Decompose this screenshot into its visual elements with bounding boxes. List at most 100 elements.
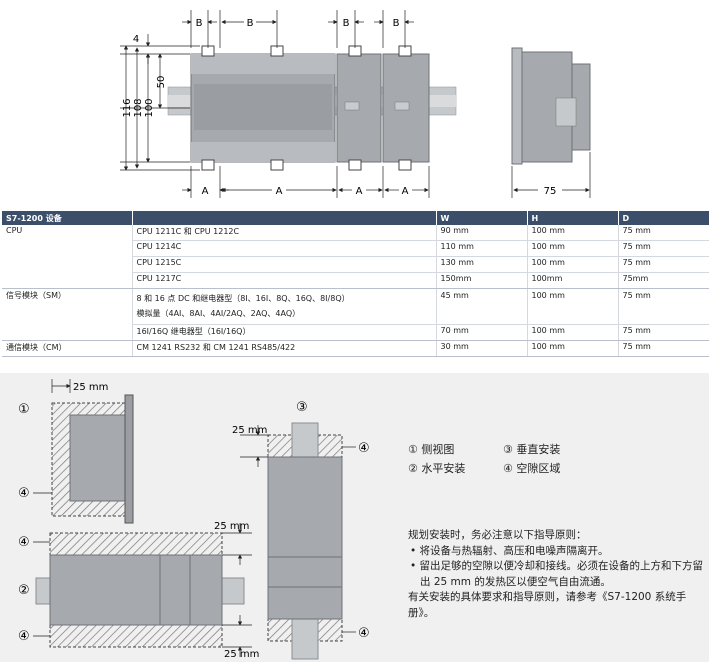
legend-clearance-zone: ④ 空隙区域 [503, 462, 561, 475]
cpu-bottom-terminal [191, 142, 335, 162]
vertical-dimension-lines [120, 34, 200, 171]
header-device-family: S7-1200 设备 [2, 211, 133, 225]
label-b-3: B [343, 18, 350, 29]
marker-3: ③ [296, 400, 308, 415]
dim-108: 108 [133, 98, 144, 117]
cell-category: CPU [2, 225, 133, 241]
sm-module-1-window [344, 101, 360, 111]
cell-w: 30 mm [436, 340, 528, 357]
table-row: CPU 1214C 110 mm 100 mm 75 mm [2, 240, 709, 257]
cell-category: 信号模块（SM） [2, 288, 133, 325]
dim-116: 116 [122, 98, 133, 117]
guidelines-intro: 规划安装时，务必注意以下指导原则： [408, 529, 587, 541]
cell-device-line1: 8 和 16 点 DC 和继电器型（8I、16I、8Q、16Q、8I/8Q） [136, 294, 350, 303]
cell-device: 16I/16Q 继电器型（16I/16Q） [132, 324, 437, 341]
guideline-bullet-1: • 将设备与热辐射、高压和电噪声隔离开。 [410, 544, 609, 557]
side-view-clearance [51, 394, 134, 524]
mount-tab [270, 159, 284, 171]
cell-w: 150mm [436, 272, 528, 289]
b-dimension-lines [182, 10, 414, 48]
cell-d: 75 mm [618, 240, 709, 257]
cell-category [2, 324, 133, 341]
label-b-4: B [393, 18, 400, 29]
marker-4-e: ④ [358, 626, 370, 641]
table-header-row: S7-1200 设备 W H D [2, 211, 709, 225]
header-h: H [527, 211, 619, 225]
cell-w: 110 mm [436, 240, 528, 257]
guidelines-footer: 有关安装的具体要求和指导原则，请参考《S7-1200 系统手册》。 [408, 591, 687, 619]
marker-4-c: ④ [18, 629, 30, 644]
side-view-25mm-label: 25 mm [73, 382, 108, 393]
marker-1: ① [18, 402, 30, 417]
mount-tab [201, 159, 215, 171]
cell-d: 75 mm [618, 288, 709, 325]
label-a-1: A [202, 186, 209, 197]
cell-d: 75 mm [618, 256, 709, 273]
cell-device: CPU 1214C [132, 240, 437, 257]
cell-device: CPU 1215C [132, 256, 437, 273]
cell-device: CPU 1217C [132, 272, 437, 289]
horizontal-install [35, 532, 245, 648]
cell-device: 8 和 16 点 DC 和继电器型（8I、16I、8Q、16Q、8I/8Q） 模… [132, 288, 437, 325]
cell-d: 75 mm [618, 225, 709, 241]
dim-75: 75 [544, 186, 557, 197]
legend-horizontal-install: ② 水平安装 [408, 462, 466, 475]
vertical-install [267, 422, 343, 660]
sm-module-2-window [394, 101, 410, 111]
cell-d: 75 mm [618, 340, 709, 357]
cpu-front-cover [194, 84, 332, 130]
cell-d: 75mm [618, 272, 709, 289]
horizontal-25mm-top-label: 25 mm [214, 521, 249, 532]
cell-device: CPU 1211C 和 CPU 1212C [132, 225, 437, 241]
cell-w: 90 mm [436, 225, 528, 241]
dim-100: 100 [144, 98, 155, 117]
cell-d: 75 mm [618, 324, 709, 341]
cell-category [2, 272, 133, 289]
side-view-25mm-dim [51, 379, 71, 393]
installation-guidelines: 规划安装时，务必注意以下指导原则： • 将设备与热辐射、高压和电噪声隔离开。 •… [408, 528, 704, 621]
legend-side-view: ① 侧视图 [408, 443, 455, 456]
legend-vertical-install: ③ 垂直安装 [503, 443, 561, 456]
label-b-1: B [196, 18, 203, 29]
cpu-top-terminal [191, 54, 335, 74]
clearance-drawing: 25 mm ① ④ 25 mm 25 mm ④ ② ④ 25 mm ③ [18, 379, 370, 660]
cell-category: 通信模块（CM） [2, 340, 133, 357]
cell-w: 45 mm [436, 288, 528, 325]
label-a-2: A [276, 186, 283, 197]
vertical-25mm-dim [240, 425, 268, 467]
cell-h: 100 mm [527, 340, 619, 357]
cell-category [2, 240, 133, 257]
cell-device: CM 1241 RS232 和 CM 1241 RS485/422 [132, 340, 437, 357]
marker-4-d: ④ [358, 441, 370, 456]
mount-tab [348, 159, 362, 171]
table-row: CPU CPU 1211C 和 CPU 1212C 90 mm 100 mm 7… [2, 225, 709, 241]
table-row: 信号模块（SM） 8 和 16 点 DC 和继电器型（8I、16I、8Q、16Q… [2, 288, 709, 325]
label-b-2: B [247, 18, 254, 29]
table-row: 通信模块（CM） CM 1241 RS232 和 CM 1241 RS485/4… [2, 340, 709, 357]
header-device [132, 211, 437, 225]
a-dimension-lines [182, 166, 430, 198]
cell-h: 100 mm [527, 225, 619, 241]
vertical-25mm-label: 25 mm [232, 425, 267, 436]
horizontal-25mm-dims [222, 523, 252, 657]
header-w: W [436, 211, 528, 225]
label-a-3: A [356, 186, 363, 197]
guideline-bullet-2: • 留出足够的空隙以便冷却和接线。必须在设备的上方和下方留出 25 mm 的发热… [410, 560, 704, 588]
header-d: D [618, 211, 709, 225]
table-row: CPU 1217C 150mm 100mm 75mm [2, 272, 709, 289]
depth-dimension-lines [511, 152, 591, 198]
dim-4: 4 [133, 34, 139, 45]
cell-h: 100 mm [527, 288, 619, 325]
cell-device-line2: 模拟量（4AI、8AI、4AI/2AQ、2AQ、4AQ） [136, 309, 301, 318]
horizontal-25mm-bottom-label: 25 mm [224, 649, 259, 660]
front-dimension-drawing: B B B B A A A A 4 50 100 108 116 [120, 10, 591, 198]
marker-4-b: ④ [18, 535, 30, 550]
cell-h: 100 mm [527, 324, 619, 341]
cell-w: 130 mm [436, 256, 528, 273]
marker-2: ② [18, 583, 30, 598]
cell-h: 100 mm [527, 240, 619, 257]
dim-50: 50 [156, 76, 167, 89]
label-a-4: A [402, 186, 409, 197]
marker-4-a: ④ [18, 486, 30, 501]
cell-h: 100 mm [527, 256, 619, 273]
